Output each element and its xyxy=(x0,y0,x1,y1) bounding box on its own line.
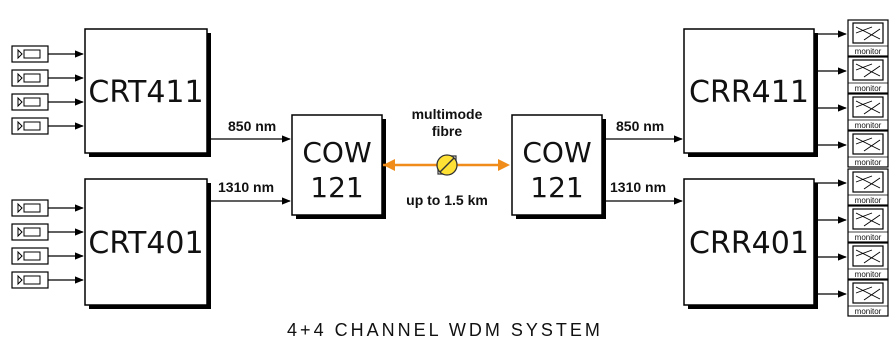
crr411-block: CRR411 xyxy=(683,28,818,157)
monitor-icon: monitor xyxy=(847,168,889,206)
fibre-connector-icon xyxy=(436,154,458,176)
wavelength-850-left: 850 nm xyxy=(228,118,276,134)
camera-icon xyxy=(11,93,49,111)
monitor-icon: monitor xyxy=(847,130,889,168)
monitor-label: monitor xyxy=(855,47,882,56)
camera-icon xyxy=(11,247,49,265)
wavelength-850-right: 850 nm xyxy=(616,118,664,134)
diagram-title: 4+4 CHANNEL WDM SYSTEM xyxy=(287,320,603,340)
monitor-label: monitor xyxy=(855,196,882,205)
camera-icon xyxy=(11,117,49,135)
monitor-label: monitor xyxy=(855,84,882,93)
monitor-label: monitor xyxy=(855,233,882,242)
monitor-icon: monitor xyxy=(847,205,889,243)
cow-right-line1: COW xyxy=(522,136,591,169)
crr401-label: CRR401 xyxy=(689,226,809,261)
crr401-block: CRR401 xyxy=(683,178,818,309)
cow-right-line2: 121 xyxy=(530,171,583,204)
crt401-block: CRT401 xyxy=(84,178,211,309)
camera-icon xyxy=(11,45,49,63)
wavelength-1310-left: 1310 nm xyxy=(218,179,274,195)
monitor-label: monitor xyxy=(855,307,882,316)
cow121-left-block: COW 121 xyxy=(291,114,386,219)
monitor-column: monitor monitor monitor monitor monitor monit… xyxy=(814,19,889,317)
camera-group-crt401 xyxy=(11,199,84,289)
crt411-block: CRT411 xyxy=(84,28,211,157)
monitor-icon: monitor xyxy=(847,56,889,94)
cow-left-line1: COW xyxy=(302,136,371,169)
crt401-label: CRT401 xyxy=(88,226,203,261)
camera-group-crt411 xyxy=(11,45,84,135)
cow-left-line2: 121 xyxy=(310,171,363,204)
monitor-label: monitor xyxy=(855,121,882,130)
monitor-label: monitor xyxy=(855,158,882,167)
cow121-right-block: COW 121 xyxy=(511,114,606,219)
camera-icon xyxy=(11,199,49,217)
monitor-icon: monitor xyxy=(847,242,889,280)
fibre-distance: up to 1.5 km xyxy=(406,192,488,208)
fibre-type-line2: fibre xyxy=(432,123,463,139)
crr411-label: CRR411 xyxy=(689,75,809,110)
monitor-label: monitor xyxy=(855,270,882,279)
camera-icon xyxy=(11,271,49,289)
monitor-icon: monitor xyxy=(847,279,889,317)
monitor-icon: monitor xyxy=(847,19,889,57)
camera-icon xyxy=(11,69,49,87)
monitor-icon: monitor xyxy=(847,93,889,131)
wavelength-1310-right: 1310 nm xyxy=(610,179,666,195)
crt411-label: CRT411 xyxy=(88,75,203,110)
fibre-type-line1: multimode xyxy=(412,106,483,122)
camera-icon xyxy=(11,223,49,241)
